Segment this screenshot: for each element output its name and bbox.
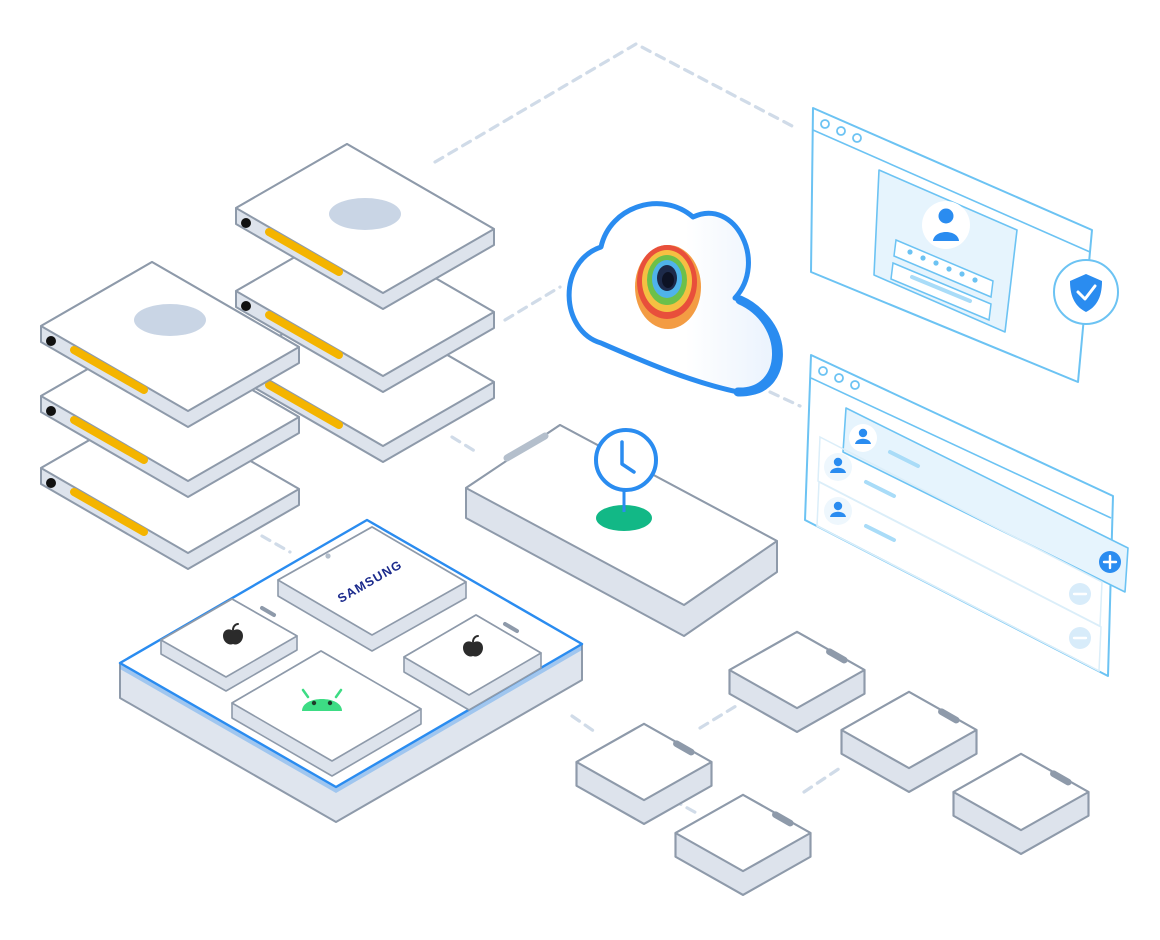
user-icon	[922, 201, 970, 249]
user-list-window	[804, 354, 1129, 677]
phone-device	[729, 632, 864, 732]
shield-check-icon	[1053, 259, 1119, 325]
browser-logo-icon	[635, 245, 701, 329]
phone-apple	[403, 614, 542, 711]
cloud-icon	[566, 201, 783, 397]
phone-device	[676, 795, 811, 895]
list-item	[816, 480, 1102, 673]
server-stack-front	[41, 262, 299, 569]
android-icon	[301, 688, 343, 711]
tablet-samsung: SAMSUNG	[277, 526, 467, 652]
login-window	[810, 107, 1119, 383]
tablet-android	[231, 650, 422, 777]
list-item	[842, 407, 1129, 593]
server-stack-back	[236, 144, 494, 462]
list-item	[817, 435, 1103, 628]
server-top-disc	[329, 198, 401, 230]
server-top-disc	[134, 304, 206, 336]
apple-icon	[463, 635, 483, 657]
device-tray: SAMSUNG	[118, 518, 584, 823]
phone-apple	[160, 598, 298, 692]
central-phone	[465, 424, 778, 637]
connection-lines	[260, 42, 842, 817]
phone-device	[842, 692, 977, 792]
clock-icon	[594, 428, 658, 492]
scattered-phones	[577, 632, 1089, 895]
phone-device	[954, 754, 1089, 854]
apple-icon	[223, 623, 243, 645]
